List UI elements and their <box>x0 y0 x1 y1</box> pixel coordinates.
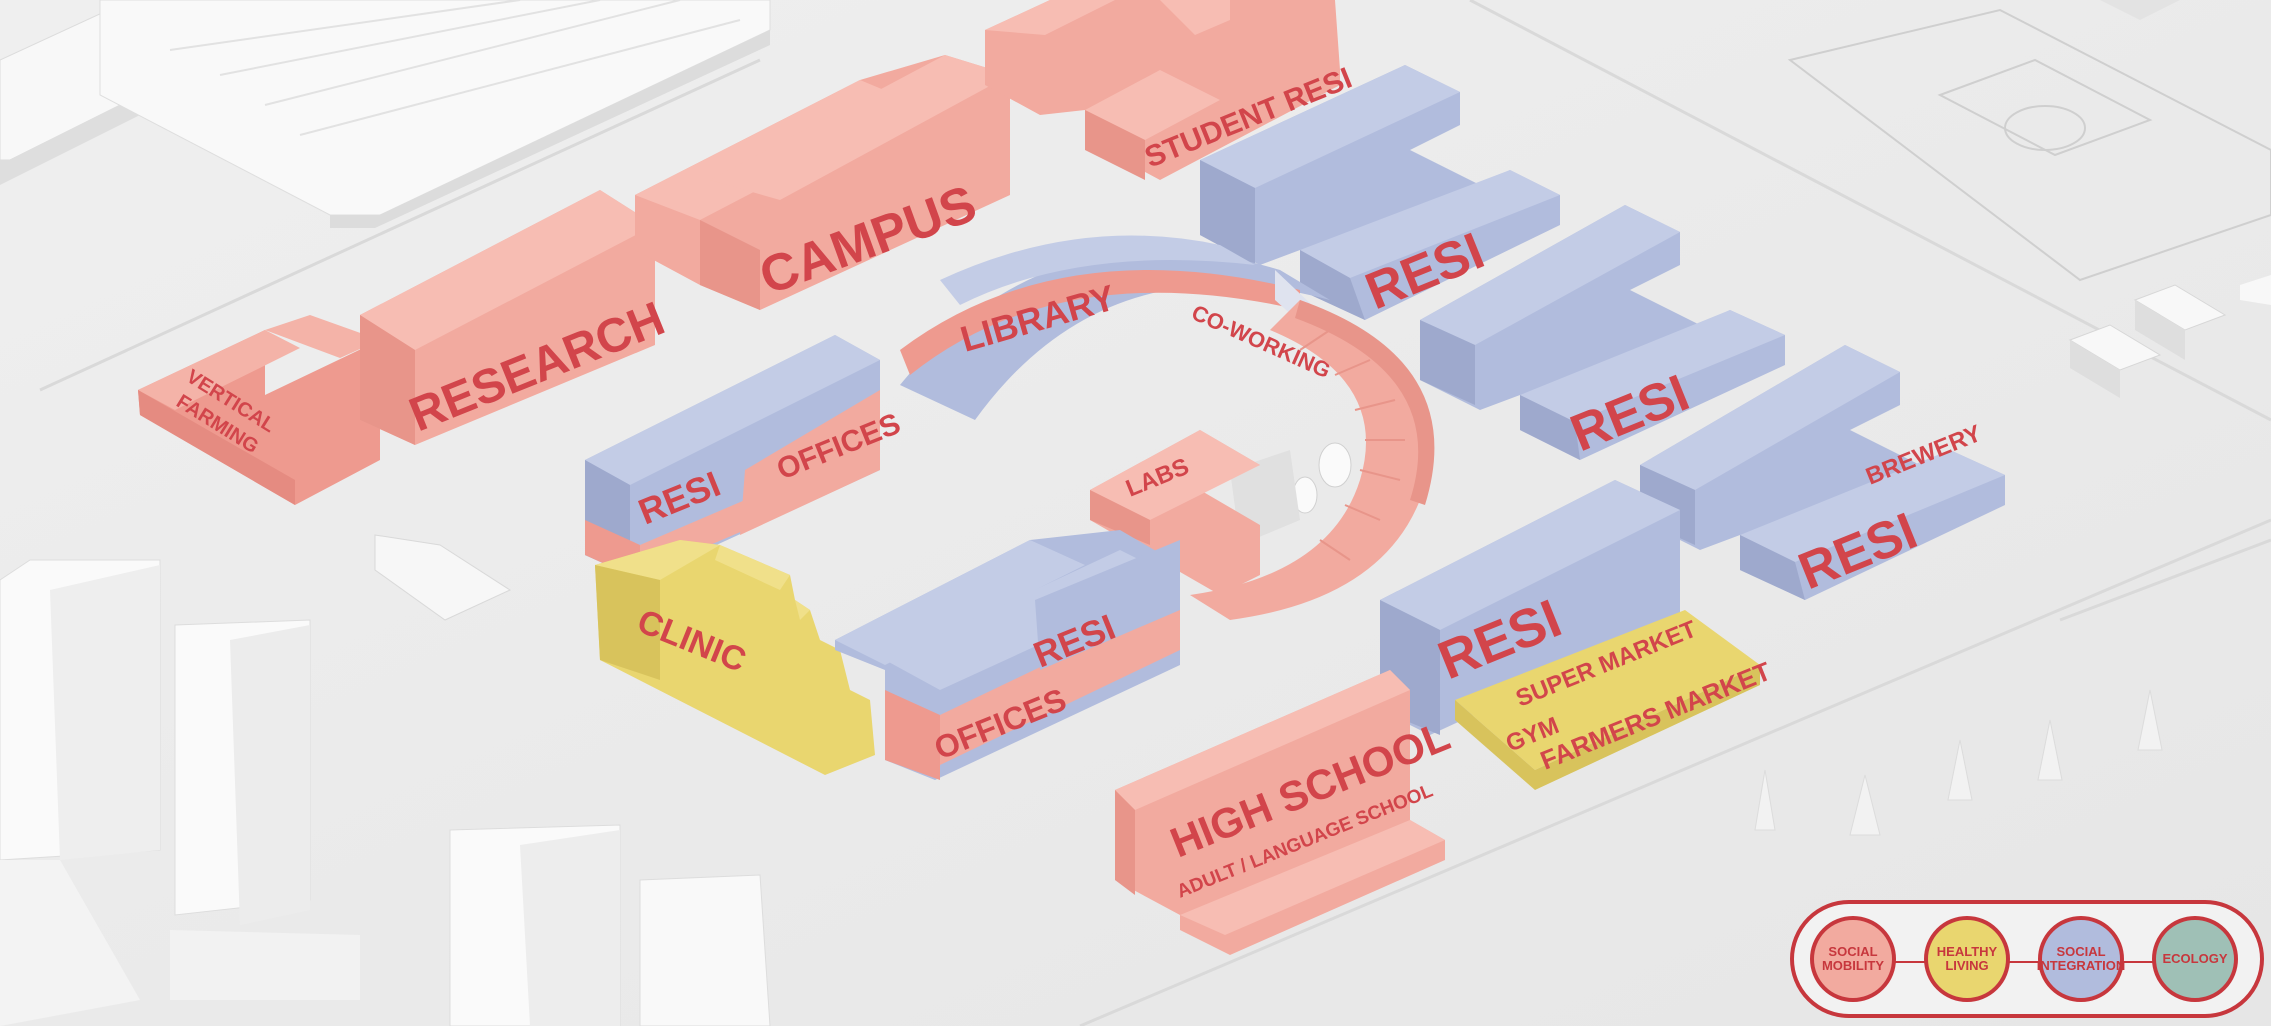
legend-social-integration: SOCIAL INTEGRATION <box>2038 916 2124 1002</box>
legend-ecology: ECOLOGY <box>2152 916 2238 1002</box>
legend-healthy-living: HEALTHY LIVING <box>1924 916 2010 1002</box>
legend-connector <box>1854 961 2200 963</box>
legend: SOCIAL MOBILITY HEALTHY LIVING SOCIAL IN… <box>1790 900 2264 1018</box>
legend-social-mobility: SOCIAL MOBILITY <box>1810 916 1896 1002</box>
